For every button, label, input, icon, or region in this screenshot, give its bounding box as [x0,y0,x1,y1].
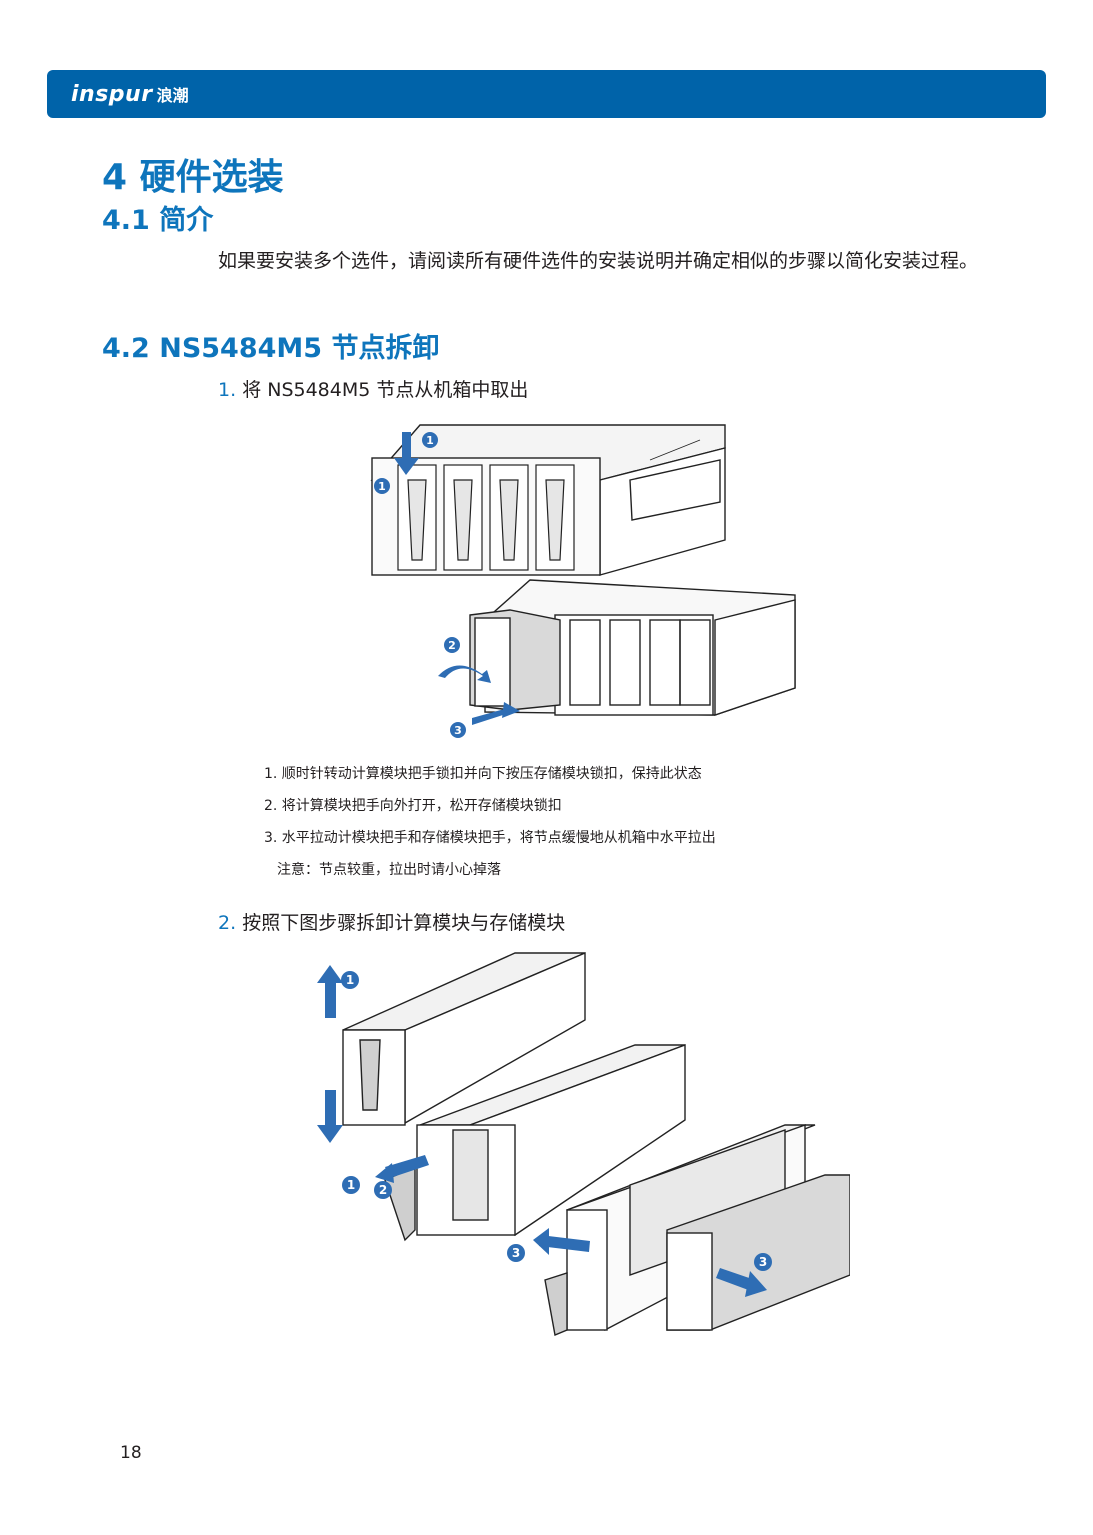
callout-circle: 2 [444,637,460,653]
note-3: 3. 水平拉动计模块把手和存储模块把手，将节点缓慢地从机箱中水平拉出 [264,830,716,846]
figure-2-arrows [317,965,767,1297]
step-1: 1. 将 NS5484M5 节点从机箱中取出 [218,375,528,402]
step-number: 2. [218,912,237,934]
figure-node-removal: 1 1 2 3 [370,424,796,738]
figure-module-disassembly: 1 1 2 3 3 [317,951,850,1336]
page-number: 18 [120,1443,142,1463]
node-pulled-out [469,609,561,711]
middle-storage-module [384,1043,686,1242]
figure-2-callouts: 1 1 2 3 3 [341,971,772,1271]
callout-number: 1 [378,480,386,493]
callout-circle: 3 [754,1253,772,1271]
intro-paragraph: 如果要安装多个选件，请阅读所有硬件选件的安装说明并确定相似的步骤以简化安装过程。 [218,250,979,272]
step-text: 将 NS5484M5 节点从机箱中取出 [242,379,529,401]
note-2: 2. 将计算模块把手向外打开，松开存储模块锁扣 [264,798,562,814]
callout-number: 1 [347,1178,355,1192]
header-bar: inspur 浪潮 [47,70,1046,118]
callout-number: 3 [454,724,462,737]
callout-number: 1 [346,973,354,987]
step-2: 2. 按照下图步骤拆卸计算模块与存储模块 [218,908,565,935]
step-number: 1. [218,379,237,401]
callout-number: 1 [426,434,434,447]
inspur-logo: inspur 浪潮 [71,78,189,110]
removal-notes: 1. 顺时针转动计算模块把手锁扣并向下按压存储模块锁扣，保持此状态 2. 将计算… [264,762,716,890]
subsection-intro-title: 4.1 简介 [102,205,214,236]
section-title: 4 硬件选装 [102,157,284,198]
node-handles-top [397,464,575,571]
note-caution: 注意：节点较重，拉出时请小心掉落 [277,862,501,878]
figure-1-callouts: 1 1 2 3 [374,432,466,738]
callout-circle: 3 [450,722,466,738]
arrows [394,432,520,725]
subsection-node-removal-title: 4.2 NS5484M5 节点拆卸 [102,333,440,364]
callout-number: 3 [759,1255,767,1269]
chassis-open [484,579,796,716]
callout-circle: 2 [374,1181,392,1199]
top-cover-module [342,951,586,1126]
storage-drawer [666,1174,850,1331]
callout-circle: 1 [374,478,390,494]
callout-circle: 3 [507,1244,525,1262]
callout-number: 2 [379,1183,387,1197]
logo-english: inspur [71,81,153,107]
callout-circle: 1 [341,971,359,989]
note-1: 1. 顺时针转动计算模块把手锁扣并向下按压存储模块锁扣，保持此状态 [264,766,702,782]
callout-circle: 1 [422,432,438,448]
logo-chinese: 浪潮 [156,86,189,105]
callout-circle: 1 [342,1176,360,1194]
callout-number: 2 [448,639,456,652]
callout-number: 3 [512,1246,520,1260]
step-text: 按照下图步骤拆卸计算模块与存储模块 [242,912,566,934]
